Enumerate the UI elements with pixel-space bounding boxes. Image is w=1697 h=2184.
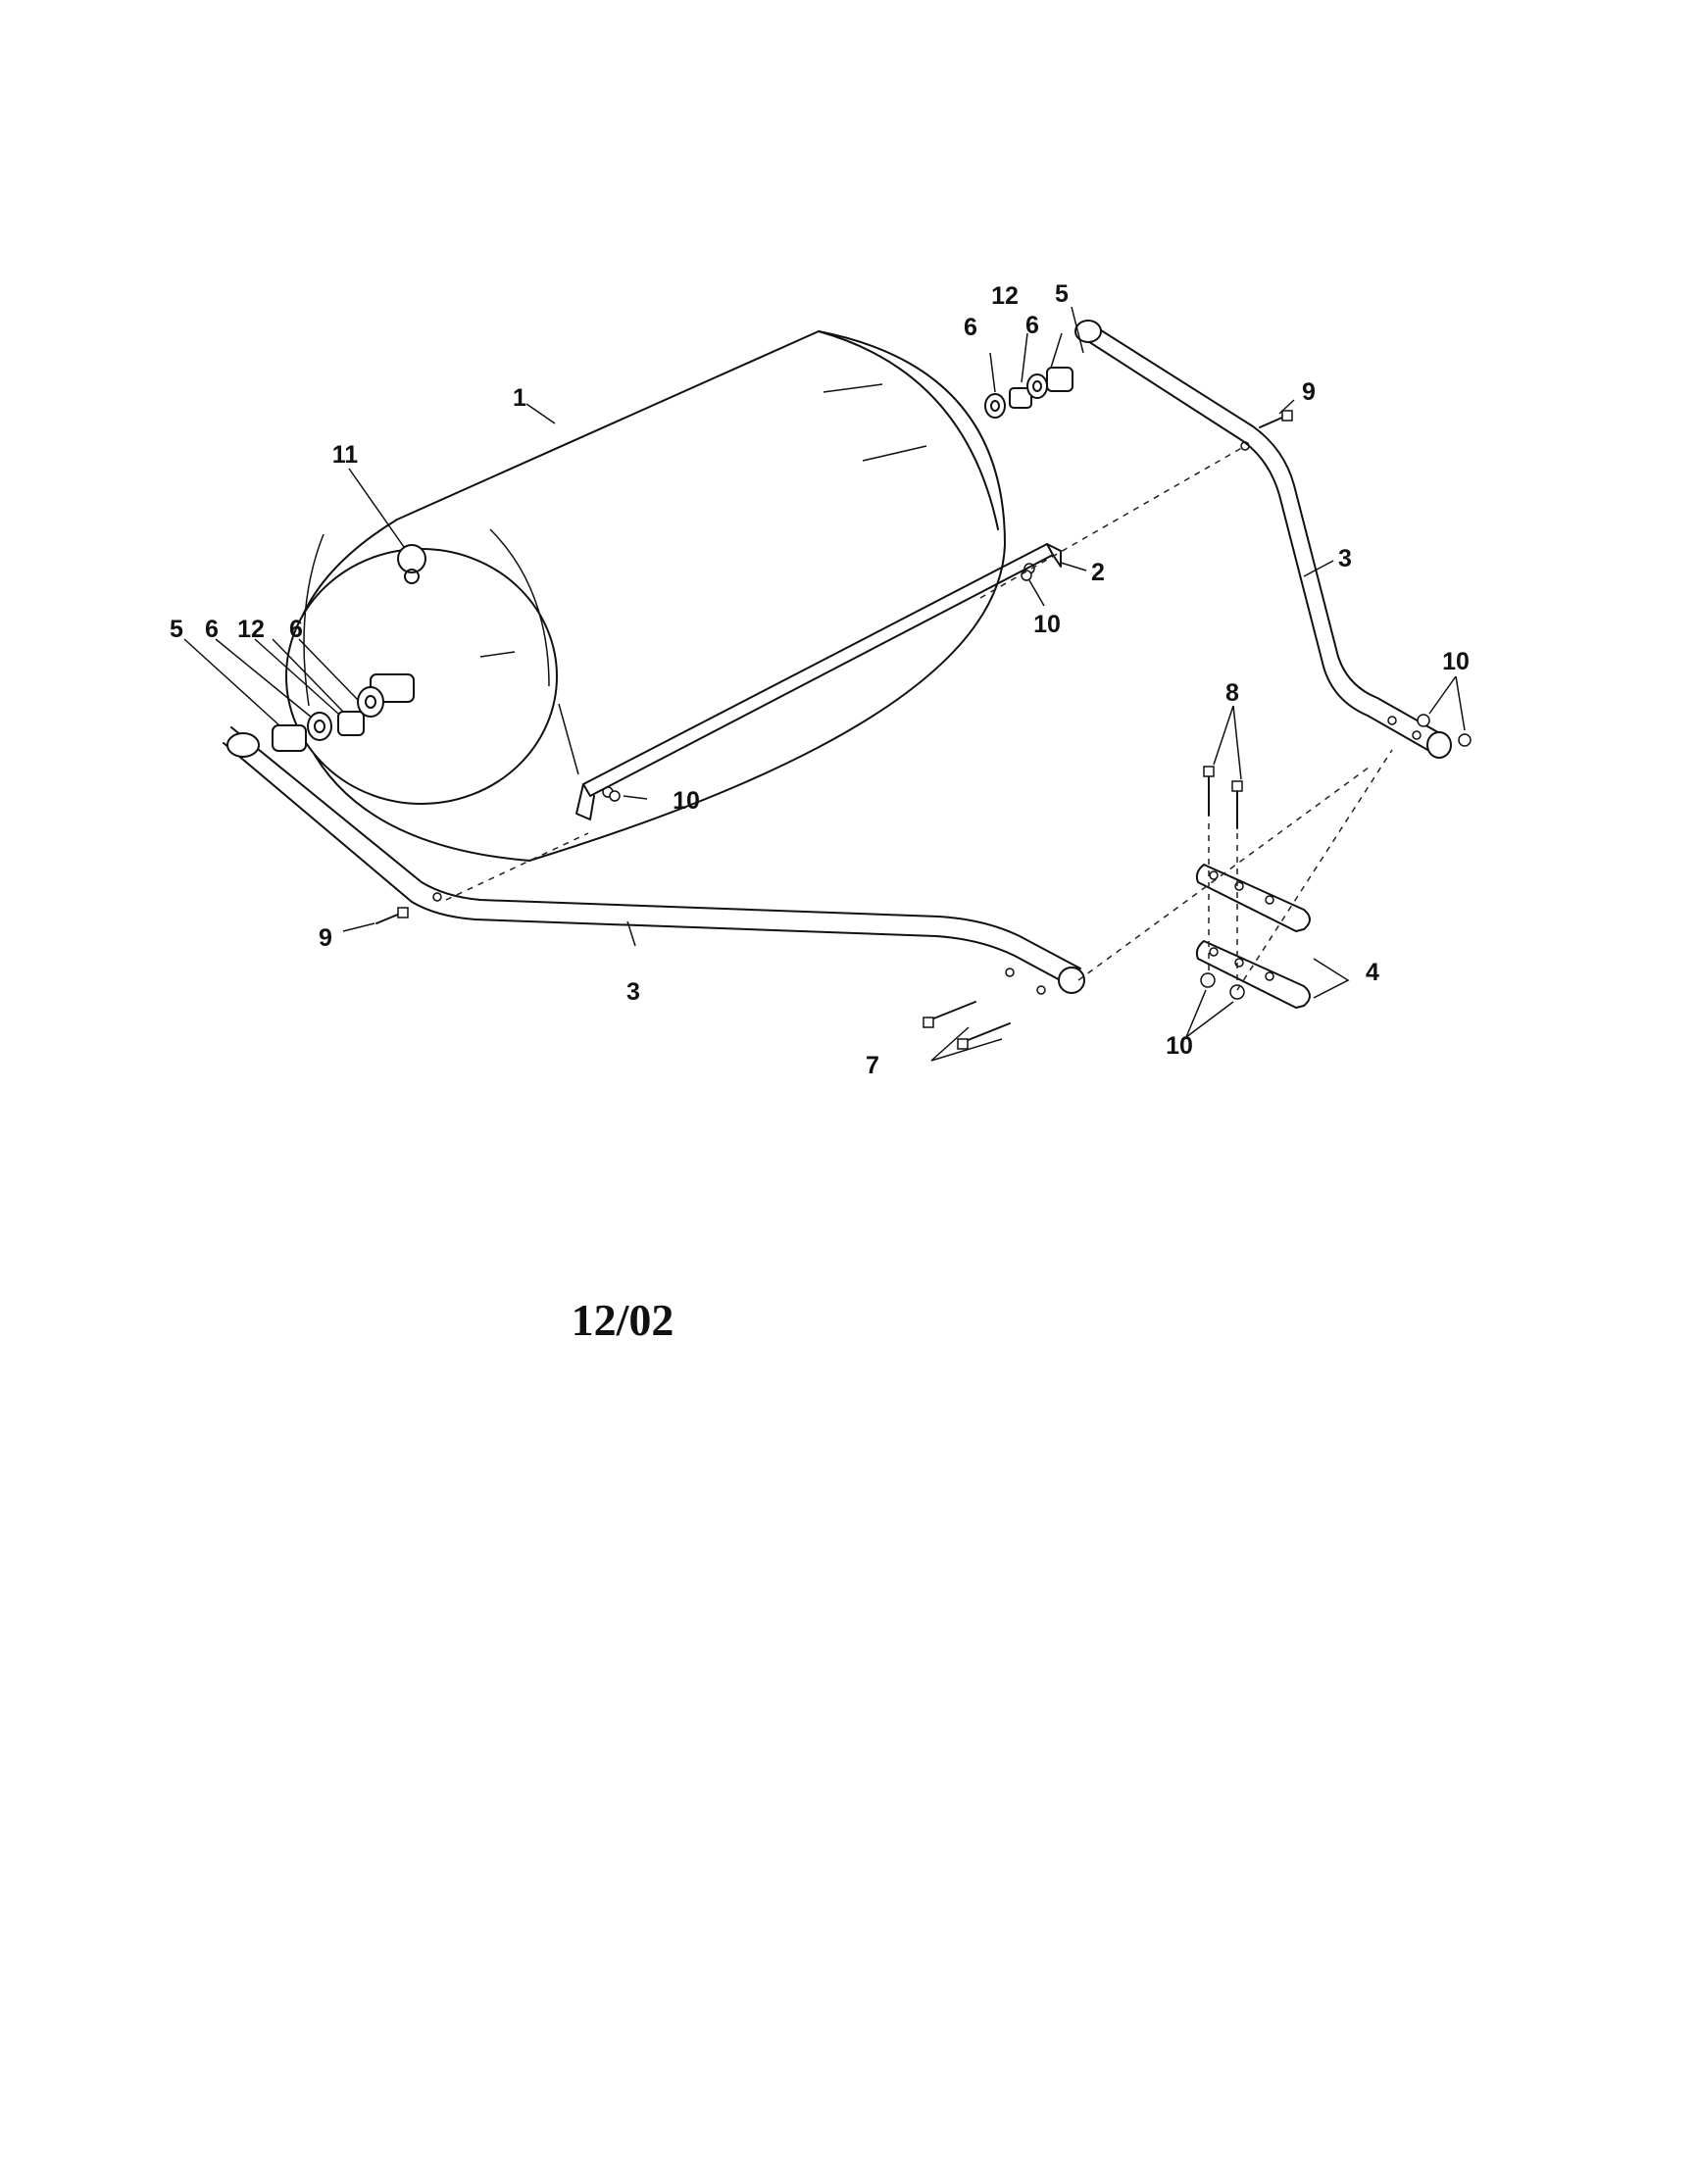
callout-12-left: 12	[237, 616, 265, 643]
fill-plug	[397, 544, 426, 573]
callout-3-left: 3	[626, 978, 640, 1006]
callout-4: 4	[1366, 959, 1379, 986]
callout-10-scraper-left: 10	[673, 787, 700, 815]
callout-6-left-b: 6	[289, 616, 303, 643]
callout-6-right-a: 6	[964, 314, 977, 341]
callout-6-left-a: 6	[205, 616, 219, 643]
callout-6-right-b: 6	[1025, 312, 1039, 339]
callout-2: 2	[1091, 559, 1105, 586]
callout-3-right: 3	[1338, 545, 1352, 572]
callout-9-left: 9	[319, 924, 332, 952]
alignment-lines	[445, 445, 1393, 991]
callout-10-right-handle: 10	[1442, 648, 1470, 675]
callout-12-right: 12	[991, 282, 1019, 310]
callout-5-right: 5	[1055, 280, 1069, 308]
hardware	[272, 367, 1472, 1050]
callout-7: 7	[866, 1052, 879, 1079]
handle-left	[223, 726, 1085, 995]
leader-lines	[183, 306, 1466, 1062]
callout-10-bracket: 10	[1033, 611, 1061, 638]
revision-date: 12/02	[571, 1295, 674, 1345]
callouts: 1 2 3 3 4 5 6 12 6 6 12 6 5 7 8 9 9 10 1…	[170, 280, 1470, 1079]
hitch-brackets	[1195, 864, 1311, 1009]
callout-9-right: 9	[1302, 378, 1316, 406]
callout-8: 8	[1225, 679, 1239, 707]
callout-10-tongue: 10	[1166, 1032, 1193, 1060]
drum	[285, 330, 1006, 862]
callout-11: 11	[332, 441, 359, 469]
handle-right	[1074, 320, 1452, 759]
callout-1: 1	[513, 384, 526, 412]
callout-5-left: 5	[170, 616, 183, 643]
